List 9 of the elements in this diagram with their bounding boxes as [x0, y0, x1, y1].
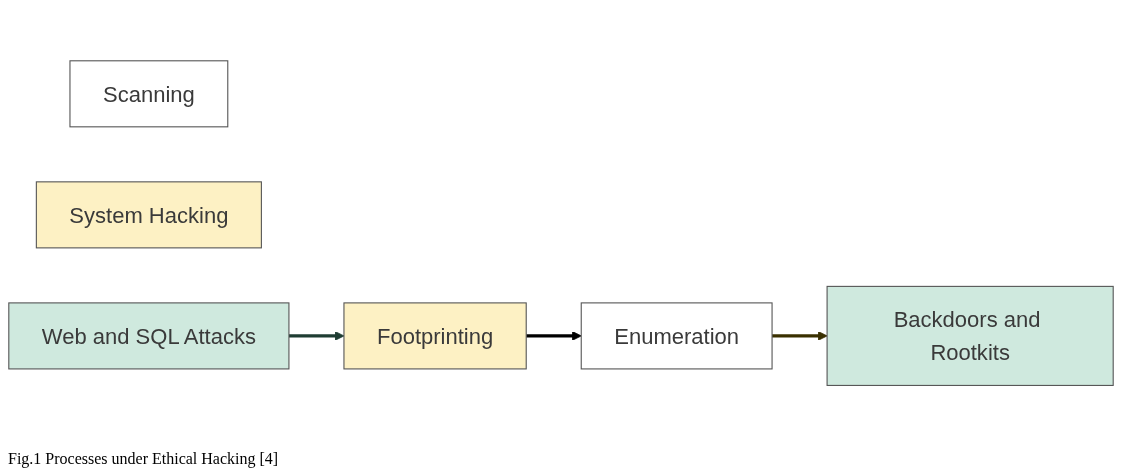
arrow: [772, 330, 828, 341]
figure-caption: Fig.1 Processes under Ethical Hacking [4]: [7, 449, 280, 470]
node-box: Scanning: [69, 60, 229, 128]
node-box: Footprinting: [343, 302, 527, 370]
node-box: Enumeration: [580, 302, 773, 370]
arrow: [526, 330, 582, 341]
node-box: Backdoors and Rootkits: [826, 285, 1114, 386]
node-box: Web and SQL Attacks: [8, 302, 290, 370]
node-box: System Hacking: [35, 181, 262, 249]
